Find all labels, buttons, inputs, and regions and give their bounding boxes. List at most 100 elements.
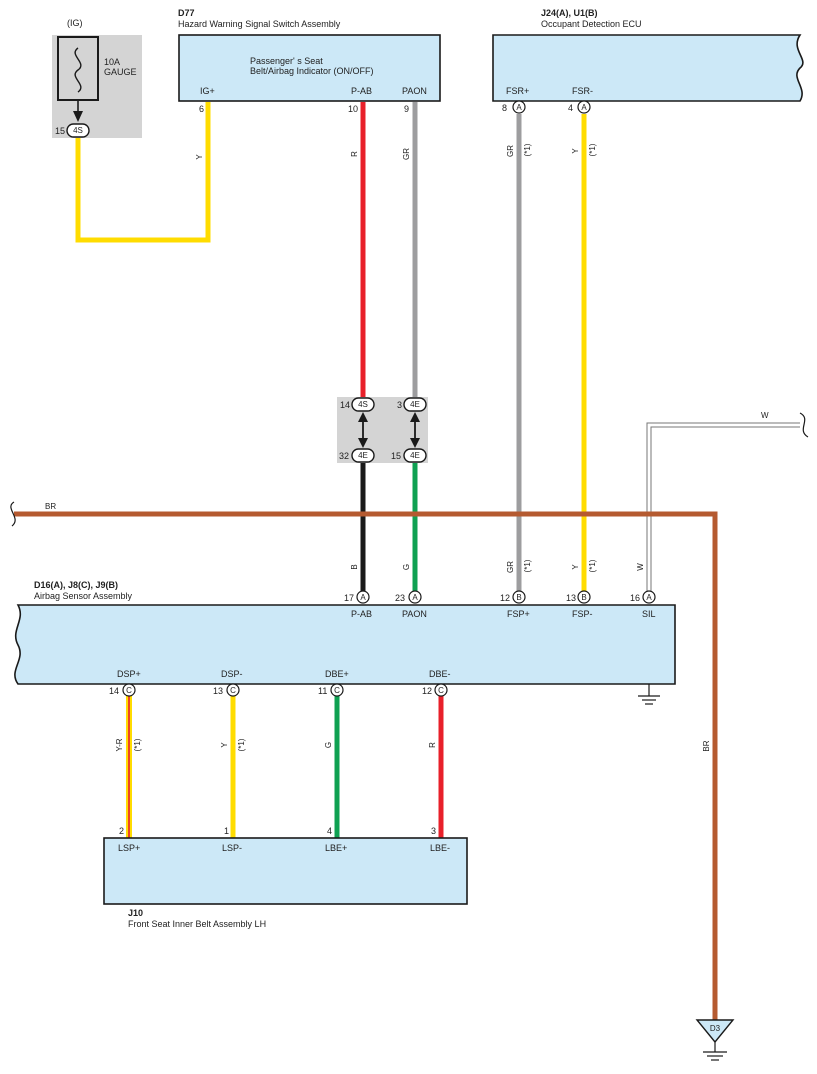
j10-pin-3: 3 bbox=[431, 826, 436, 836]
junction-conn-4e-left-label: 4E bbox=[358, 451, 368, 460]
ecu-conn-a-8-label: A bbox=[516, 103, 522, 112]
airbag-conn-a-17 bbox=[356, 590, 370, 604]
ecu-pin-4: 4 bbox=[568, 103, 573, 113]
fuse-conn-code: 4S bbox=[73, 126, 83, 135]
airbag-term-dbe-plus: DBE+ bbox=[325, 669, 349, 679]
airbag-pin-14c: 14 bbox=[109, 686, 119, 696]
d3-ground-icon bbox=[703, 1042, 727, 1061]
ecu-conn-a-4 bbox=[577, 100, 591, 114]
label-fsr-minus-star: (*1) bbox=[588, 143, 597, 156]
label-w-top: W bbox=[761, 411, 769, 420]
junction-bottom-pin-15: 15 bbox=[391, 451, 401, 461]
airbag-pin-13c: 13 bbox=[213, 686, 223, 696]
d77-term-pab: P-AB bbox=[351, 86, 372, 96]
airbag-conn-c-13-label: C bbox=[230, 686, 236, 695]
ecu-code: J24(A), U1(B) bbox=[541, 8, 598, 18]
d77-term-paon: PAON bbox=[402, 86, 427, 96]
airbag-term-sil: SIL bbox=[642, 609, 656, 619]
airbag-conn-c-14-label: C bbox=[126, 686, 132, 695]
d77-pin-6: 6 bbox=[199, 104, 204, 114]
airbag-term-dsp-plus: DSP+ bbox=[117, 669, 141, 679]
label-fsp-minus-y: Y bbox=[571, 564, 580, 570]
airbag-conn-b-12 bbox=[512, 590, 526, 604]
wire-br-break bbox=[10, 501, 16, 527]
airbag-conn-b-12-label: B bbox=[516, 593, 521, 602]
label-fsp-minus-star: (*1) bbox=[588, 559, 597, 572]
airbag-term-dbe-minus: DBE- bbox=[429, 669, 451, 679]
label-dsp-plus-yr: Y-R bbox=[115, 738, 124, 751]
airbag-pin-16: 16 bbox=[630, 593, 640, 603]
junction-conn-4e-left bbox=[351, 448, 375, 463]
airbag-conn-b-13 bbox=[577, 590, 591, 604]
d77-code: D77 bbox=[178, 8, 195, 18]
label-pab-b: B bbox=[350, 564, 359, 569]
fuse-conn-oval bbox=[66, 123, 90, 138]
ecu-pin-8: 8 bbox=[502, 103, 507, 113]
j10-term-lsp-plus: LSP+ bbox=[118, 843, 140, 853]
airbag-pin-13b: 13 bbox=[566, 593, 576, 603]
d77-inner-line1: Passenger' s Seat bbox=[250, 56, 323, 66]
airbag-pin-12c: 12 bbox=[422, 686, 432, 696]
fuse-rating: 10A bbox=[104, 57, 120, 67]
airbag-pin-12b: 12 bbox=[500, 593, 510, 603]
airbag-conn-c-13 bbox=[226, 683, 240, 697]
label-dsp-minus-y: Y bbox=[220, 742, 229, 748]
airbag-term-dsp-minus: DSP- bbox=[221, 669, 243, 679]
label-br-right: BR bbox=[702, 740, 711, 751]
airbag-conn-c-12-label: C bbox=[438, 686, 444, 695]
junction-conn-4e-top bbox=[403, 397, 427, 412]
airbag-conn-a-23-label: A bbox=[412, 593, 418, 602]
junction-link-right-icon bbox=[410, 412, 420, 448]
airbag-conn-c-11-label: C bbox=[334, 686, 340, 695]
label-dsp-minus-star: (*1) bbox=[237, 738, 246, 751]
wire-br bbox=[14, 511, 718, 1022]
ecu-term-fsr-minus: FSR- bbox=[572, 86, 593, 96]
ecu-conn-a-4-label: A bbox=[581, 103, 587, 112]
airbag-code: D16(A), J8(C), J9(B) bbox=[34, 580, 118, 590]
airbag-conn-a-17-label: A bbox=[360, 593, 366, 602]
wire-w-break bbox=[799, 412, 809, 438]
label-dsp-plus-star: (*1) bbox=[133, 738, 142, 751]
wire-ig-y bbox=[75, 102, 211, 243]
junction-conn-4e-right bbox=[403, 448, 427, 463]
d77-pin-10: 10 bbox=[348, 104, 358, 114]
j10-term-lbe-minus: LBE- bbox=[430, 843, 450, 853]
d3-ground-ref: D3 bbox=[710, 1024, 721, 1033]
label-dbe-plus-g: G bbox=[324, 742, 333, 748]
label-pab-r: R bbox=[350, 151, 359, 157]
airbag-term-fsp-minus: FSP- bbox=[572, 609, 593, 619]
label-sil-w: W bbox=[636, 563, 645, 571]
j10-pin-2: 2 bbox=[119, 826, 124, 836]
wire-sil-w-core bbox=[647, 423, 800, 591]
label-ig-y: Y bbox=[195, 154, 204, 160]
label-br-left: BR bbox=[45, 502, 56, 511]
wire-sil-w bbox=[646, 422, 800, 591]
label-dbe-minus-r: R bbox=[428, 742, 437, 748]
airbag-name: Airbag Sensor Assembly bbox=[34, 591, 133, 601]
label-fsr-minus-y: Y bbox=[571, 148, 580, 154]
ecu-term-fsr-plus: FSR+ bbox=[506, 86, 529, 96]
airbag-pin-23: 23 bbox=[395, 593, 405, 603]
label-paon-g: G bbox=[402, 564, 411, 570]
airbag-conn-c-11 bbox=[330, 683, 344, 697]
airbag-conn-c-12 bbox=[434, 683, 448, 697]
label-fsp-plus-gr: GR bbox=[506, 561, 515, 573]
j10-code: J10 bbox=[128, 908, 143, 918]
airbag-conn-c-14 bbox=[122, 683, 136, 697]
ecu-name: Occupant Detection ECU bbox=[541, 19, 642, 29]
airbag-conn-a-16-label: A bbox=[646, 593, 652, 602]
airbag-conn-b-13-label: B bbox=[581, 593, 586, 602]
airbag-term-fsp-plus: FSP+ bbox=[507, 609, 530, 619]
junction-bottom-pin-32: 32 bbox=[339, 451, 349, 461]
j10-component bbox=[103, 837, 468, 905]
fuse-label: GAUGE bbox=[104, 67, 137, 77]
j10-pin-4: 4 bbox=[327, 826, 332, 836]
ecu-conn-a-8 bbox=[512, 100, 526, 114]
junction-conn-4e-right-label: 4E bbox=[410, 451, 420, 460]
j10-term-lsp-minus: LSP- bbox=[222, 843, 242, 853]
d77-pin-9: 9 bbox=[404, 104, 409, 114]
label-paon-gr: GR bbox=[402, 148, 411, 160]
junction-top-pin-3: 3 bbox=[397, 400, 402, 410]
j10-term-lbe-plus: LBE+ bbox=[325, 843, 347, 853]
junction-conn-4s-label: 4S bbox=[358, 400, 368, 409]
